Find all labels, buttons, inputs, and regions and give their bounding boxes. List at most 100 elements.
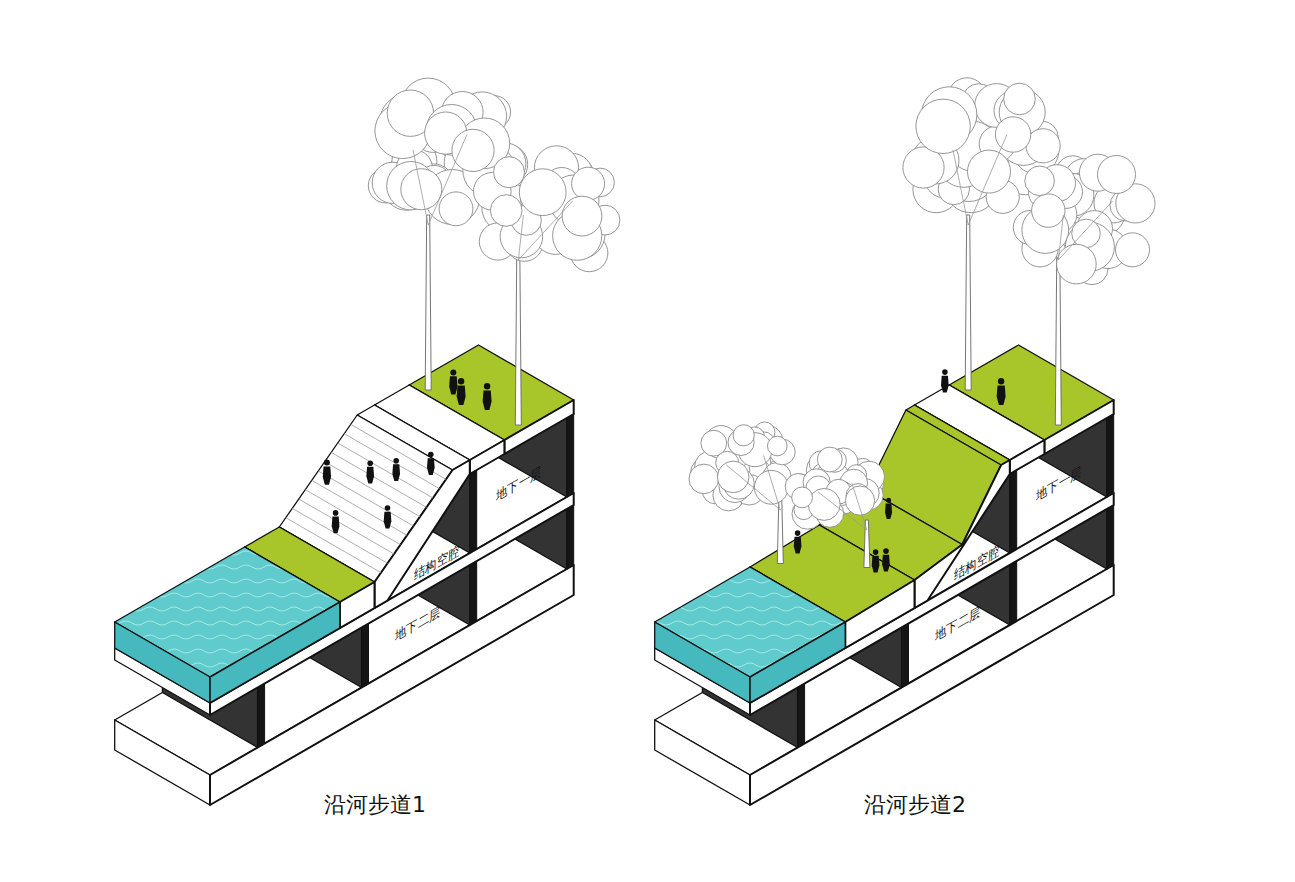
river-water-cut <box>210 602 340 703</box>
stair-step <box>331 452 426 507</box>
column-cut <box>362 624 369 688</box>
tree-canopy <box>439 192 473 226</box>
tree-canopy <box>968 150 1011 193</box>
person-figure <box>997 385 1006 405</box>
person-head <box>883 548 889 554</box>
stair-step <box>344 434 439 489</box>
tree-canopy <box>717 461 749 493</box>
person-figure <box>483 390 492 410</box>
stair-slope-cut <box>375 460 470 608</box>
column-cut <box>470 561 477 625</box>
base-slab-face <box>115 720 210 805</box>
tree-branch <box>413 150 428 225</box>
tree-canopy <box>817 447 842 472</box>
person-figure <box>384 512 392 529</box>
tree-trunk <box>864 520 870 568</box>
person-head <box>428 452 434 458</box>
column-cut <box>567 505 574 569</box>
person-head <box>324 460 330 466</box>
tree-canopy <box>562 196 602 236</box>
tree-branch <box>518 215 523 260</box>
stair-step <box>312 480 407 535</box>
floor-slab-face <box>655 438 1114 703</box>
person-figure <box>323 467 331 485</box>
wall-cut <box>567 414 574 497</box>
tree-branch <box>852 483 867 530</box>
tree-canopy <box>1116 233 1150 267</box>
column-cut <box>258 684 265 748</box>
person-head <box>333 510 339 516</box>
tree-canopy <box>733 425 754 446</box>
river-lawn-cut <box>340 582 375 628</box>
person-head <box>484 383 490 389</box>
base-slab-face <box>655 720 750 805</box>
tree-trunk <box>965 215 971 390</box>
wall-cut <box>1010 470 1017 553</box>
person-figure <box>872 556 880 573</box>
stair-step <box>305 490 400 545</box>
person-head <box>886 498 891 503</box>
stair-step <box>338 443 433 498</box>
tree-branch <box>1058 201 1112 260</box>
person-figure <box>794 537 802 554</box>
tree-branch <box>818 492 867 530</box>
tree-canopy <box>845 486 874 515</box>
stair-step <box>325 462 420 517</box>
roof-lawn-cut <box>504 400 573 454</box>
tree-canopy <box>916 99 970 153</box>
tree-canopy <box>995 117 1030 152</box>
roof-lawn-cut <box>1044 400 1113 454</box>
column-cut <box>1010 561 1017 625</box>
person-figure <box>449 376 457 394</box>
tree-canopy <box>768 436 788 456</box>
person-head <box>393 458 399 464</box>
diagram-caption: 沿河步道2 <box>864 792 966 818</box>
stair-step <box>299 499 394 554</box>
tree-branch <box>968 134 1007 225</box>
river-water-face <box>655 622 750 703</box>
person-head <box>458 378 464 384</box>
person-figure <box>882 555 890 572</box>
tree-branch <box>764 455 781 510</box>
tree-canopy <box>494 157 525 188</box>
person-figure <box>941 376 949 393</box>
tree-branch <box>428 134 467 225</box>
column-cut <box>798 684 805 748</box>
tree-branch <box>518 201 572 260</box>
tree-canopy <box>572 167 605 200</box>
person-figure <box>332 517 340 534</box>
wall-cut <box>1107 414 1114 497</box>
tree-canopy <box>792 487 813 508</box>
diagram-caption: 沿河步道1 <box>324 792 426 818</box>
person-figure <box>427 458 435 475</box>
person-head <box>367 460 373 466</box>
tree-canopy <box>754 470 788 504</box>
column-cut <box>1107 505 1114 569</box>
wall-cut <box>470 470 477 553</box>
person-head <box>795 530 801 536</box>
roof-walk-cut <box>1010 440 1045 474</box>
tree-canopy <box>452 129 494 171</box>
tree-canopy <box>1025 166 1055 196</box>
tree-branch <box>953 150 968 225</box>
roof-walk-cut <box>470 440 505 474</box>
river-water-face <box>115 622 210 703</box>
person-head <box>873 549 879 555</box>
river-water-cut <box>750 622 845 703</box>
tree-canopy <box>808 488 840 520</box>
tree-canopy <box>1004 83 1036 115</box>
column-cut <box>902 624 909 688</box>
tree-canopy <box>1098 156 1136 194</box>
person-head <box>385 505 391 511</box>
tree-canopy <box>1072 219 1101 248</box>
tree-canopy <box>490 195 522 227</box>
person-figure <box>457 385 466 405</box>
lawn-slope-cut <box>915 460 1010 608</box>
person-head <box>998 378 1004 384</box>
person-head <box>942 369 948 375</box>
tree-canopy <box>1032 194 1065 227</box>
tree-canopy <box>689 464 719 494</box>
tree-canopy <box>519 169 566 216</box>
person-figure <box>885 504 892 519</box>
